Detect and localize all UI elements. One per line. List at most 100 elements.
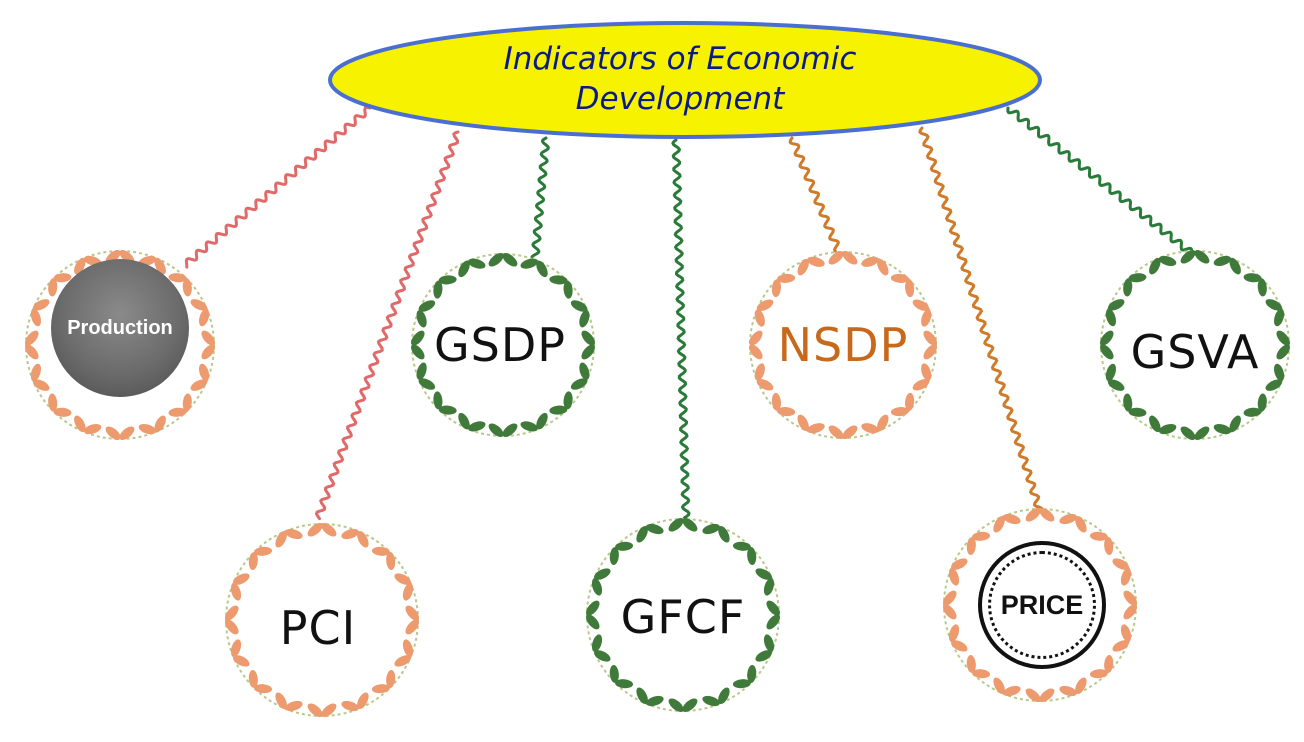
leaf: [1128, 407, 1147, 417]
leaf: [905, 279, 915, 298]
leaf: [951, 640, 968, 652]
node-pci-label: PCI: [279, 601, 357, 655]
wreath-gsva: [1100, 250, 1290, 440]
leaf: [30, 363, 41, 382]
leaf: [1123, 393, 1133, 412]
leaf: [763, 578, 775, 596]
leaf: [402, 583, 414, 601]
leaf: [579, 362, 590, 380]
leaf: [923, 330, 937, 346]
leaf: [1123, 590, 1137, 606]
leaf: [386, 669, 396, 688]
leaf: [921, 363, 932, 381]
connector-nsdp: [788, 136, 840, 253]
leaf: [341, 528, 359, 540]
leaf: [718, 526, 730, 543]
node-production-label: Production: [67, 316, 173, 339]
leaf: [230, 583, 242, 601]
leaf: [1025, 508, 1041, 522]
leaf: [1149, 257, 1161, 275]
node-gfcf: GFCF: [621, 590, 746, 644]
leaf: [254, 684, 273, 694]
leaf: [225, 605, 239, 621]
leaf: [1107, 299, 1125, 311]
connector-price: [918, 126, 1045, 513]
leaf: [828, 425, 844, 439]
leaf: [912, 299, 930, 312]
leaf: [285, 700, 303, 712]
leaf: [1120, 624, 1132, 642]
leaf: [233, 655, 250, 667]
leaf: [1075, 677, 1087, 694]
leaf: [766, 600, 780, 616]
leaf: [307, 523, 323, 537]
leaf: [386, 552, 396, 571]
leaf: [433, 280, 443, 299]
leaf: [1276, 344, 1290, 360]
leaf: [972, 669, 991, 679]
leaf: [754, 309, 765, 327]
leaf: [966, 537, 976, 556]
leaf: [777, 407, 796, 417]
node-nsdp: NSDP: [778, 318, 909, 372]
leaf: [756, 299, 774, 312]
leaf: [1039, 508, 1055, 522]
leaf: [32, 379, 50, 391]
leaf: [912, 378, 930, 391]
leaf: [83, 424, 102, 435]
leaf: [321, 703, 337, 717]
leaf: [756, 378, 774, 391]
leaf: [458, 412, 470, 430]
leaf: [609, 664, 619, 683]
leaf: [248, 669, 258, 688]
leaf: [777, 273, 796, 283]
node-price-label: PRICE: [1000, 589, 1084, 620]
leaf: [190, 379, 208, 391]
leaf: [594, 568, 611, 580]
leaf: [1243, 273, 1262, 283]
leaf: [536, 260, 548, 278]
leaf: [1105, 363, 1116, 382]
leaf: [182, 278, 192, 297]
node-gsva: GSVA: [1131, 325, 1260, 379]
leaf: [416, 310, 427, 328]
node-production: Production: [51, 259, 189, 397]
leaf: [646, 695, 664, 707]
leaf: [1039, 688, 1055, 702]
leaf: [549, 275, 568, 285]
leaf: [609, 547, 619, 566]
leaf: [702, 523, 720, 535]
node-gfcf-label: GFCF: [620, 590, 746, 644]
leaf: [993, 677, 1005, 694]
leaf: [1104, 654, 1114, 673]
leaf: [1112, 640, 1129, 652]
leaf: [341, 700, 359, 712]
leaf: [1180, 426, 1196, 440]
leaf: [581, 344, 595, 360]
leaf: [615, 679, 634, 689]
leaf: [488, 423, 504, 437]
leaf: [861, 256, 879, 267]
leaf: [1059, 685, 1077, 697]
leaf: [646, 523, 664, 535]
leaf: [30, 308, 41, 327]
leaf: [402, 639, 414, 657]
leaf: [468, 421, 486, 432]
leaf: [1128, 273, 1147, 283]
title-ellipse: [328, 21, 1042, 139]
leaf: [668, 518, 684, 532]
leaf: [1229, 257, 1241, 275]
leaf: [702, 695, 720, 707]
leaf: [154, 257, 166, 275]
node-nsdp-label: NSDP: [777, 318, 909, 372]
leaf: [993, 516, 1005, 533]
leaf: [747, 547, 757, 566]
leaf: [1003, 685, 1021, 697]
leaf: [182, 393, 192, 412]
leaf: [248, 552, 258, 571]
leaf: [923, 344, 937, 360]
leaf: [890, 273, 909, 283]
leaf: [502, 423, 518, 437]
leaf: [1158, 255, 1177, 266]
leaf: [570, 300, 588, 312]
